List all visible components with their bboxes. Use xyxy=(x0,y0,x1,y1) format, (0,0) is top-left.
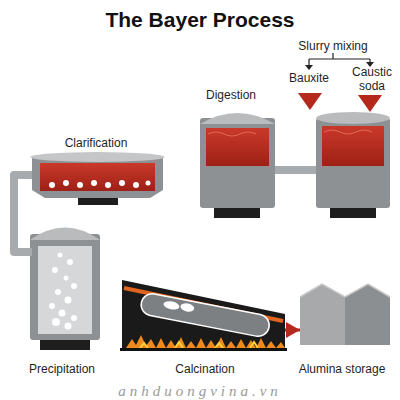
kiln-node: Calcination xyxy=(122,280,285,350)
stage-label: Calcination xyxy=(175,362,234,376)
diagram-title: The Bayer Process xyxy=(105,7,294,33)
rotary-kiln xyxy=(120,280,287,351)
storage-silo xyxy=(300,284,390,345)
stage-label: Slurry mixing xyxy=(298,39,367,53)
input-label: Caustic soda xyxy=(346,65,398,93)
stage-label: Clarification xyxy=(65,136,128,150)
pipe-connector xyxy=(14,175,32,252)
stage-label: Precipitation xyxy=(29,362,95,376)
storage-node: Alumina storage xyxy=(300,283,390,345)
digestion-tank xyxy=(200,113,275,218)
stage-label: Digestion xyxy=(206,88,256,102)
caustic-feed xyxy=(358,95,382,112)
digestion-tank-node: Digestion xyxy=(200,108,275,218)
watermark: anhduongvina.vn xyxy=(118,384,282,398)
mixing-tank-node: Slurry mixing xyxy=(316,112,390,218)
input-label: Bauxite xyxy=(289,71,329,85)
stage-label: Alumina storage xyxy=(299,362,386,376)
clarifier-node: Clarification xyxy=(30,152,165,205)
bauxite-feed xyxy=(298,93,322,110)
precipitation-tank xyxy=(30,228,100,351)
precipitation-node: Precipitation xyxy=(30,225,100,350)
split-arrows xyxy=(309,53,370,66)
clarifier-tank xyxy=(31,152,165,205)
pipe-connector xyxy=(275,166,316,174)
mixing-tank xyxy=(316,112,390,218)
arrow-head xyxy=(286,322,300,338)
